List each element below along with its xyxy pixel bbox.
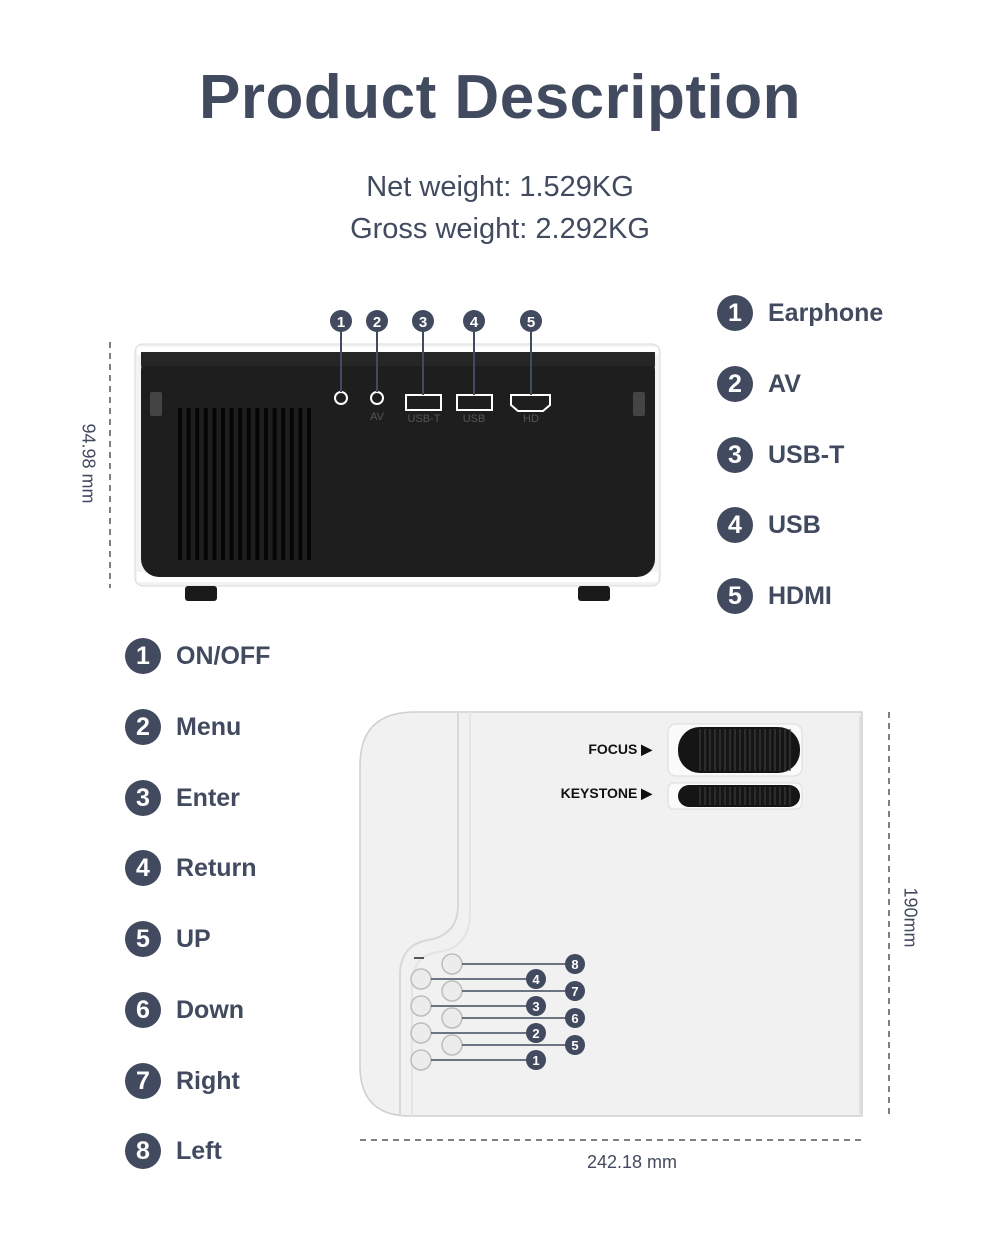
badge-6: 6 bbox=[125, 992, 161, 1028]
net-weight: Net weight: 1.529KG bbox=[366, 171, 634, 203]
badge-1: 1 bbox=[717, 295, 753, 331]
keystone-dial bbox=[678, 785, 800, 807]
legend-label: USB-T bbox=[768, 440, 845, 469]
control-button-8 bbox=[441, 953, 463, 975]
svg-text:7: 7 bbox=[571, 984, 578, 999]
legend-label: Down bbox=[176, 995, 245, 1024]
legend-label: Left bbox=[176, 1136, 222, 1165]
legend-label: HDMI bbox=[768, 581, 832, 610]
legend-label: Menu bbox=[176, 712, 242, 741]
legend-label: Enter bbox=[176, 783, 240, 812]
width-dimension-label: 242.18 mm bbox=[586, 1152, 678, 1172]
page-title: Product Description bbox=[198, 63, 801, 132]
top-callout-badges: 4 3 2 1 8 7 6 5 bbox=[526, 954, 585, 1070]
badge-1: 1 bbox=[125, 638, 161, 674]
vent-grille bbox=[178, 408, 311, 560]
svg-text:5: 5 bbox=[527, 314, 535, 331]
legend-av: 2 AV bbox=[717, 366, 801, 402]
control-button-4 bbox=[410, 968, 432, 990]
control-buttons bbox=[410, 953, 463, 1071]
badge-8: 8 bbox=[125, 1133, 161, 1169]
legend-label: USB bbox=[768, 510, 821, 539]
back-callout-badges: 1 2 3 4 5 bbox=[330, 310, 542, 332]
hdmi-port bbox=[510, 394, 551, 412]
badge-2: 2 bbox=[125, 709, 161, 745]
legend-label: ON/OFF bbox=[176, 641, 271, 670]
control-button-5 bbox=[441, 1034, 463, 1056]
badge-4: 4 bbox=[717, 507, 753, 543]
height-dimension-label: 94.98 mm bbox=[78, 423, 99, 504]
legend-up: 5 UP bbox=[125, 921, 211, 957]
legend-down: 6 Down bbox=[125, 992, 244, 1028]
svg-text:3: 3 bbox=[532, 999, 539, 1014]
badge-2: 2 bbox=[717, 366, 753, 402]
focus-dial bbox=[678, 727, 800, 773]
control-button-7 bbox=[441, 980, 463, 1002]
keystone-label: KEYSTONE ▶ bbox=[561, 785, 654, 801]
control-button-3 bbox=[410, 995, 432, 1017]
legend-label: AV bbox=[768, 369, 801, 398]
legend-earphone: 1 Earphone bbox=[717, 295, 883, 331]
legend-label: UP bbox=[176, 924, 211, 953]
badge-3: 3 bbox=[717, 437, 753, 473]
port-print-hd: HD bbox=[523, 413, 539, 425]
svg-text:5: 5 bbox=[571, 1038, 578, 1053]
legend-usb-t: 3 USB-T bbox=[717, 437, 844, 473]
badge-5: 5 bbox=[125, 921, 161, 957]
gross-weight: Gross weight: 2.292KG bbox=[350, 213, 650, 245]
svg-text:8: 8 bbox=[571, 957, 578, 972]
badge-7: 7 bbox=[125, 1063, 161, 1099]
badge-5: 5 bbox=[717, 578, 753, 614]
svg-text:4: 4 bbox=[470, 314, 479, 331]
badge-4: 4 bbox=[125, 850, 161, 886]
depth-dimension-label: 190mm bbox=[900, 887, 921, 948]
legend-left: 8 Left bbox=[125, 1133, 222, 1169]
projector-top-view: FOCUS ▶ KEYSTONE ▶ 4 3 2 1 8 7 6 5 bbox=[359, 711, 890, 1141]
legend-label: Right bbox=[176, 1066, 240, 1095]
port-print-usb-t: USB-T bbox=[408, 413, 441, 425]
legend-return: 4 Return bbox=[125, 850, 257, 886]
projector-back-view: AV USB-T USB HD 1 2 3 4 5 bbox=[109, 310, 661, 601]
legend-label: Return bbox=[176, 853, 257, 882]
svg-text:3: 3 bbox=[419, 314, 427, 331]
port-print-usb: USB bbox=[463, 413, 486, 425]
legend-label: Earphone bbox=[768, 298, 884, 327]
svg-text:2: 2 bbox=[373, 314, 381, 331]
legend-enter: 3 Enter bbox=[125, 780, 240, 816]
svg-text:4: 4 bbox=[532, 972, 540, 987]
legend-right: 7 Right bbox=[125, 1063, 240, 1099]
control-button-6 bbox=[441, 1007, 463, 1029]
legend-hdmi: 5 HDMI bbox=[717, 578, 832, 614]
svg-text:2: 2 bbox=[532, 1026, 539, 1041]
svg-text:1: 1 bbox=[532, 1053, 539, 1068]
svg-text:1: 1 bbox=[337, 314, 345, 331]
port-print-av: AV bbox=[370, 411, 385, 423]
focus-label: FOCUS ▶ bbox=[588, 741, 653, 757]
control-button-1 bbox=[410, 1049, 432, 1071]
legend-menu: 2 Menu bbox=[125, 709, 241, 745]
legend-on-off: 1 ON/OFF bbox=[125, 638, 270, 674]
svg-text:6: 6 bbox=[571, 1011, 578, 1026]
control-button-2 bbox=[410, 1022, 432, 1044]
badge-3: 3 bbox=[125, 780, 161, 816]
legend-usb: 4 USB bbox=[717, 507, 821, 543]
